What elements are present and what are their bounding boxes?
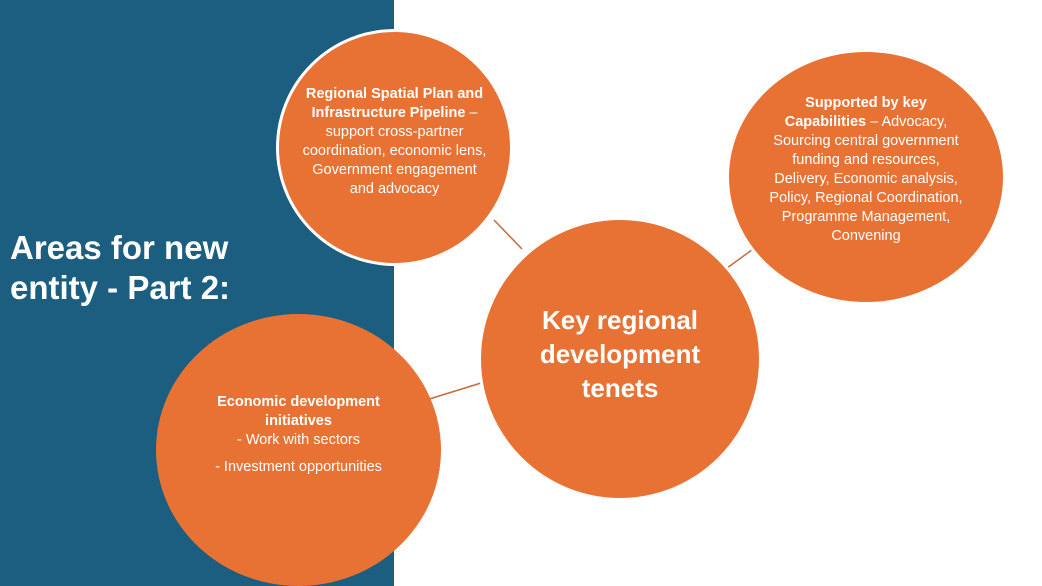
slide-title-line-1: Areas for new bbox=[10, 229, 229, 266]
economic-heading: Economic development initiatives bbox=[217, 394, 380, 429]
capabilities-description: – Advocacy, Sourcing central government … bbox=[769, 114, 963, 244]
key-tenets-center-circle: Key regional development tenets bbox=[478, 217, 762, 501]
spatial-plan-circle: Regional Spatial Plan and Infrastructure… bbox=[276, 29, 513, 266]
spatial-plan-heading: Regional Spatial Plan and Infrastructure… bbox=[305, 85, 484, 121]
center-label: Key regional development tenets bbox=[539, 305, 701, 403]
economic-item-investment: - Investment opportunities bbox=[215, 459, 382, 475]
connector-spatial bbox=[493, 219, 523, 250]
economic-development-circle: Economic development initiatives - Work … bbox=[156, 314, 441, 586]
slide-title: Areas for new entity - Part 2: bbox=[10, 228, 310, 308]
connector-economic bbox=[422, 382, 482, 402]
capabilities-heading: Supported by key Capabilities bbox=[784, 95, 927, 130]
slide-title-line-2: entity - Part 2: bbox=[10, 269, 231, 306]
capabilities-circle: Supported by key Capabilities – Advocacy… bbox=[726, 49, 1006, 305]
economic-item-sectors: - Work with sectors bbox=[236, 432, 360, 448]
spatial-plan-description: – support cross-partner coordination, ec… bbox=[302, 104, 487, 197]
